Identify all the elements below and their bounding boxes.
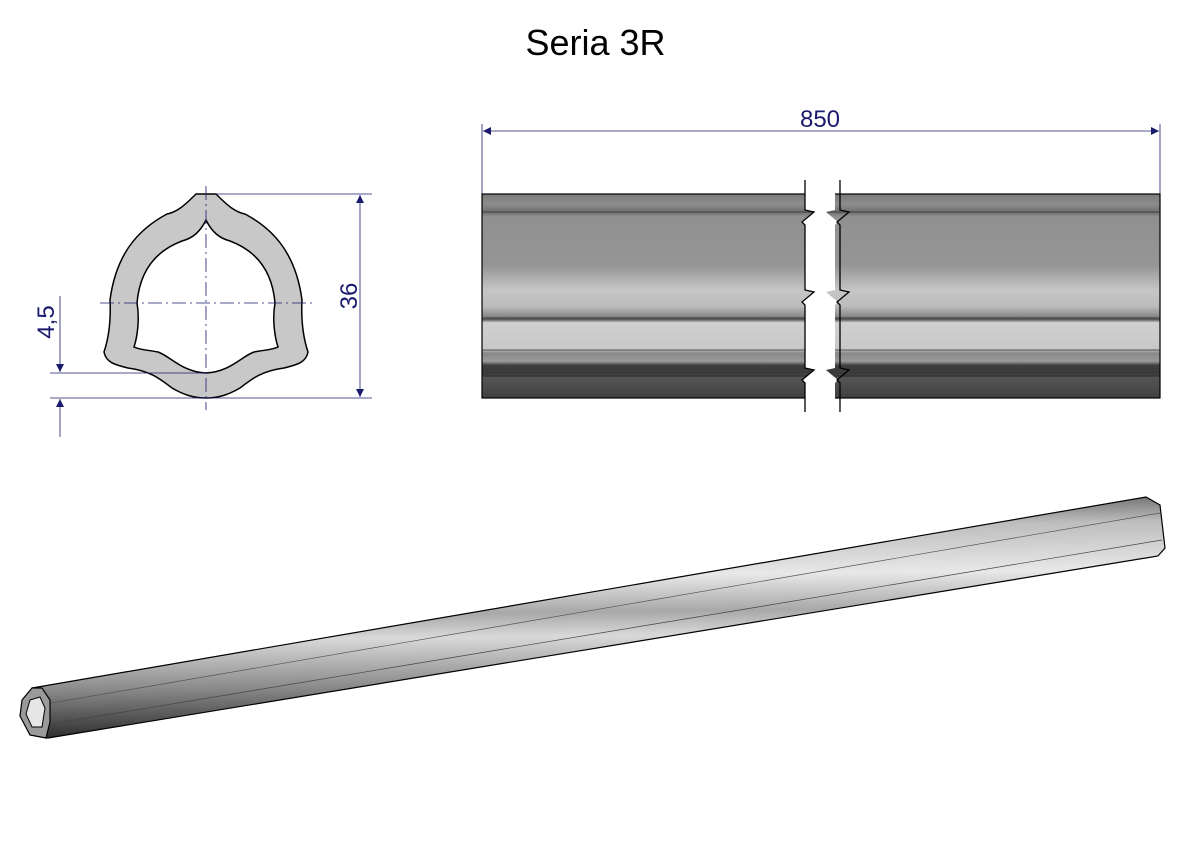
dimension-4-5-label: 4,5 (33, 305, 60, 338)
dimension-36-label: 36 (336, 283, 363, 310)
cross-section-view: 36 4,5 (33, 186, 372, 437)
dimension-850-label: 850 (800, 106, 840, 133)
drawing-title: Seria 3R (525, 22, 666, 63)
break-gap (802, 180, 838, 412)
side-view: 850 (481, 106, 1161, 412)
isometric-tube-view (19, 496, 1166, 739)
